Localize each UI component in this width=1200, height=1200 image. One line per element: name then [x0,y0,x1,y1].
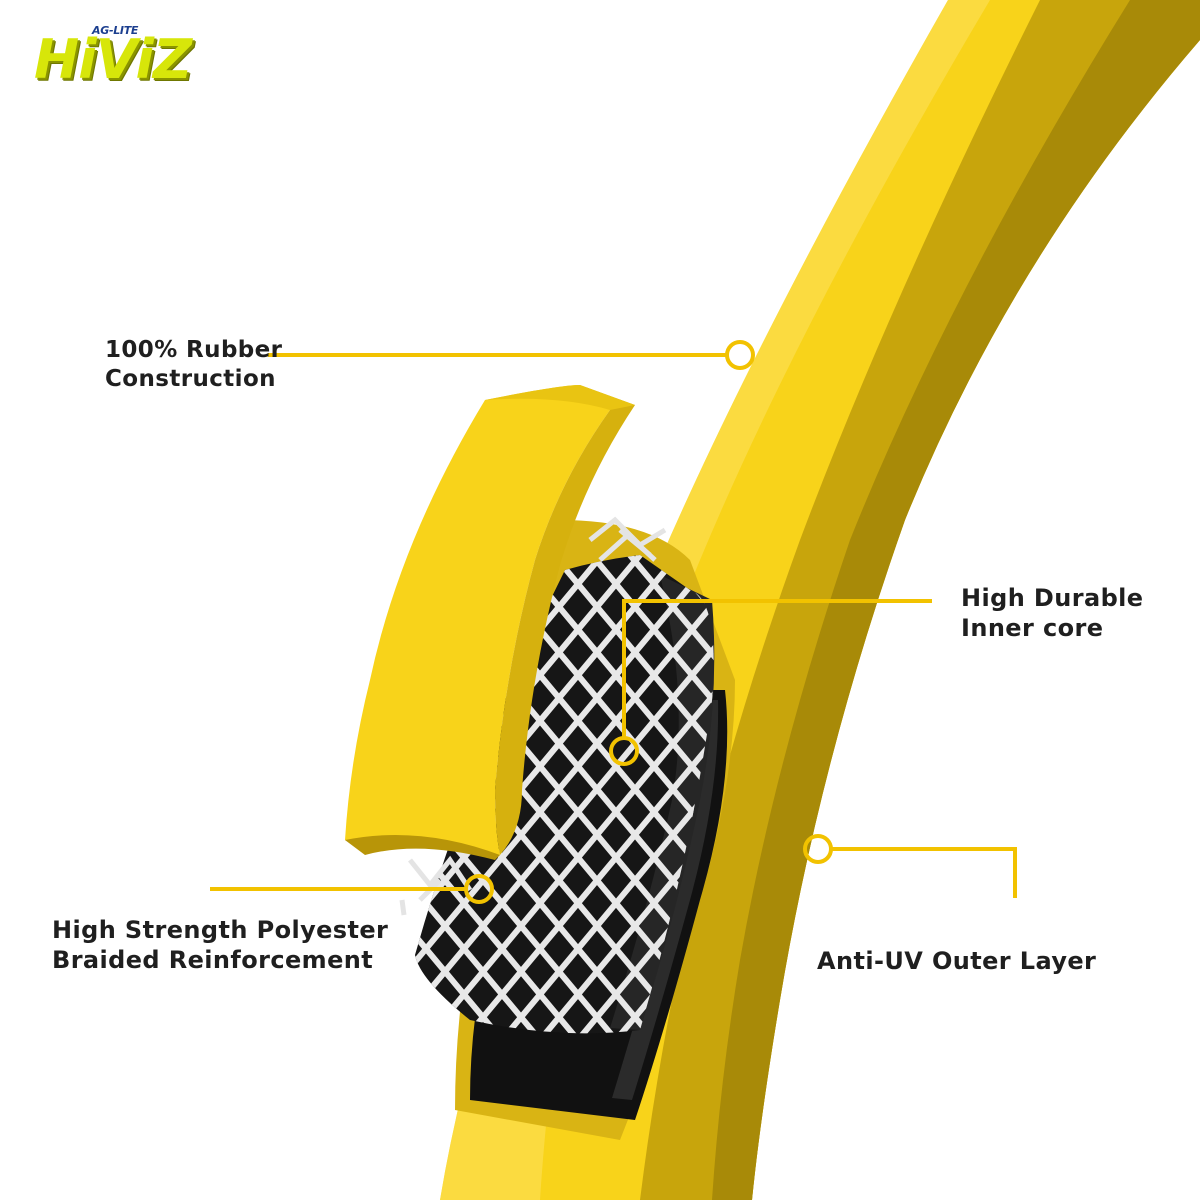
outer-hose-dark-edge [712,0,1200,1200]
braid-strand [415,555,631,1034]
braid-strand [0,500,362,1100]
label-rubber-line1: 100% Rubber [105,337,283,363]
braid-strand [415,555,714,1034]
braid-strand [525,555,714,1034]
callout-lines [210,340,1017,904]
peeled-strip-face [345,385,610,855]
braid-strand [1154,500,1200,1100]
braid-strand [0,500,96,1100]
frayed-braid-top [588,516,667,562]
callout-line-outer-layer [831,847,1017,898]
callout-marker-rubber [725,340,755,370]
braid-strand [0,500,210,1100]
braid-strand [0,500,268,1100]
braid-strand [415,555,651,1034]
braid-strand [0,500,172,1100]
label-outer-layer-line1: Anti-UV Outer Layer [817,947,1097,975]
callout-line-inner-core [622,599,932,738]
braid-strand [0,500,116,1100]
label-inner-core-line1: High Durable [961,584,1144,612]
braid-strand [415,555,714,1034]
braid-strand [0,500,344,1100]
label-rubber-construction: 100% Rubber Construction [105,336,282,394]
braid-strand [1136,500,1200,1100]
braid-strand [0,500,286,1100]
braid-strand [505,555,714,1034]
peeled-strip-top-edge [485,385,635,410]
logo-brand-main: HiViZ [34,28,192,91]
braid-strand [0,500,400,1100]
peeled-strip-bottom-curl [345,835,500,860]
peeled-strip-side [495,385,635,855]
label-braid-line2: Braided Reinforcement [52,946,374,974]
braid-strand [0,500,382,1100]
braid-strand [0,500,306,1100]
callout-marker-outer-layer [803,834,833,864]
braid-strand [415,555,714,1034]
braid-strand [415,555,555,1034]
braid-strand [415,555,593,1034]
braid-strand [467,555,714,1034]
braid-strand [0,500,192,1100]
braid-strand [1192,500,1200,1100]
logo-brand-top: AG-LITE [92,24,139,37]
label-inner-core: High Durable Inner core [961,583,1143,643]
braid-strand [0,500,20,1100]
braid-strand [0,500,248,1100]
braid-strand [0,500,40,1100]
peeled-outer-strip [345,385,635,860]
callout-marker-braid [464,874,494,904]
braid-strand [415,555,714,1034]
braid-strand [0,500,154,1100]
label-outer-layer: Anti-UV Outer Layer [817,946,1096,976]
braid-strand [487,555,714,1034]
braid-strand [0,500,230,1100]
braid-strand [1174,500,1200,1100]
label-braid-line1: High Strength Polyester [52,916,389,944]
hiviz-logo: AG-LITE HiViZ [34,22,204,94]
label-rubber-line2: Construction [105,366,276,392]
callout-marker-inner-core [609,736,639,766]
braid-strand [0,500,78,1100]
label-braided-reinforcement: High Strength Polyester Braided Reinforc… [52,915,388,975]
braid-strand [0,500,134,1100]
braid-strand [0,500,58,1100]
braid-strand [0,500,324,1100]
label-inner-core-line2: Inner core [961,614,1104,642]
inner-core-front-edge [610,575,715,1030]
